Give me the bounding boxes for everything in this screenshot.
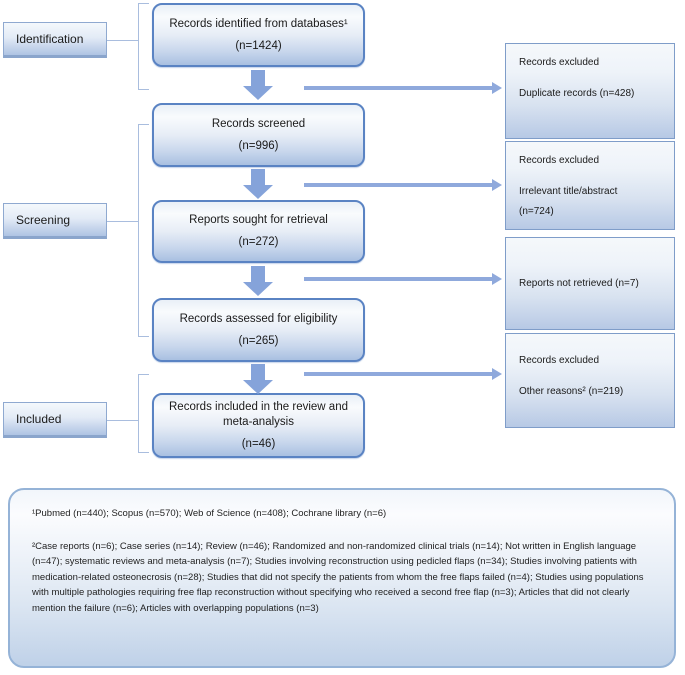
footnote-exclusion-reasons: ²Case reports (n=6); Case series (n=14);… — [32, 540, 644, 614]
down-arrow-icon — [243, 169, 273, 199]
phase-label-text: Screening — [16, 213, 71, 227]
exclusion-box-detail: Irrelevant title/abstract — [519, 186, 618, 197]
footnote-databases: ¹Pubmed (n=440); Scopus (n=570); Web of … — [32, 508, 387, 519]
exclusion-box-title: Records excluded — [519, 155, 600, 166]
label-connector-line — [107, 40, 138, 41]
flow-box-records-identified: Records identified from databases¹ (n=14… — [152, 3, 365, 67]
exclusion-box-detail: Reports not retrieved (n=7) — [519, 278, 639, 289]
exclusion-box-irrelevant: Records excluded Irrelevant title/abstra… — [505, 141, 675, 230]
label-connector-line — [107, 221, 138, 222]
flow-box-count: (n=265) — [238, 334, 279, 347]
label-connector-line — [107, 420, 138, 421]
phase-label-text: Included — [16, 412, 62, 426]
exclusion-box-not-retrieved: Reports not retrieved (n=7) — [505, 237, 675, 330]
flow-box-text: Records included in the review and meta-… — [169, 400, 348, 428]
flow-box-count: (n=1424) — [235, 39, 282, 52]
exclusion-box-detail: Other reasons² (n=219) — [519, 386, 624, 397]
phase-label-screening: Screening — [3, 203, 107, 239]
phase-bracket-included — [138, 374, 149, 453]
exclusion-box-count: (n=724) — [519, 206, 554, 217]
flow-box-text: Reports sought for retrieval — [189, 214, 328, 226]
flow-box-count: (n=46) — [241, 437, 276, 450]
flow-box-records-assessed: Records assessed for eligibility (n=265) — [152, 298, 365, 362]
phase-label-identification: Identification — [3, 22, 107, 58]
phase-bracket-identification — [138, 3, 149, 90]
flow-box-text: Records assessed for eligibility — [179, 312, 338, 325]
flow-box-count: (n=272) — [238, 236, 279, 248]
exclusion-box-title: Records excluded — [519, 355, 600, 366]
flow-box-count: (n=996) — [238, 139, 279, 152]
flow-box-text: Records screened — [211, 117, 306, 130]
exclusion-box-title: Records excluded — [519, 57, 600, 68]
footnotes-box: ¹Pubmed (n=440); Scopus (n=570); Web of … — [8, 488, 676, 668]
flow-box-reports-sought: Reports sought for retrieval (n=272) — [152, 200, 365, 263]
exclusion-box-other-reasons: Records excluded Other reasons² (n=219) — [505, 333, 675, 428]
right-arrow-icon — [304, 82, 502, 94]
phase-label-included: Included — [3, 402, 107, 438]
exclusion-box-duplicates: Records excluded Duplicate records (n=42… — [505, 43, 675, 139]
down-arrow-icon — [243, 364, 273, 394]
flow-box-records-screened: Records screened (n=996) — [152, 103, 365, 167]
right-arrow-icon — [304, 273, 502, 285]
exclusion-box-detail: Duplicate records (n=428) — [519, 88, 635, 99]
flow-box-records-included: Records included in the review and meta-… — [152, 393, 365, 458]
down-arrow-icon — [243, 266, 273, 296]
right-arrow-icon — [304, 179, 502, 191]
flow-box-text: Records identified from databases¹ — [169, 17, 348, 30]
right-arrow-icon — [304, 368, 502, 380]
phase-label-text: Identification — [16, 32, 84, 46]
phase-bracket-screening — [138, 124, 149, 337]
down-arrow-icon — [243, 70, 273, 100]
